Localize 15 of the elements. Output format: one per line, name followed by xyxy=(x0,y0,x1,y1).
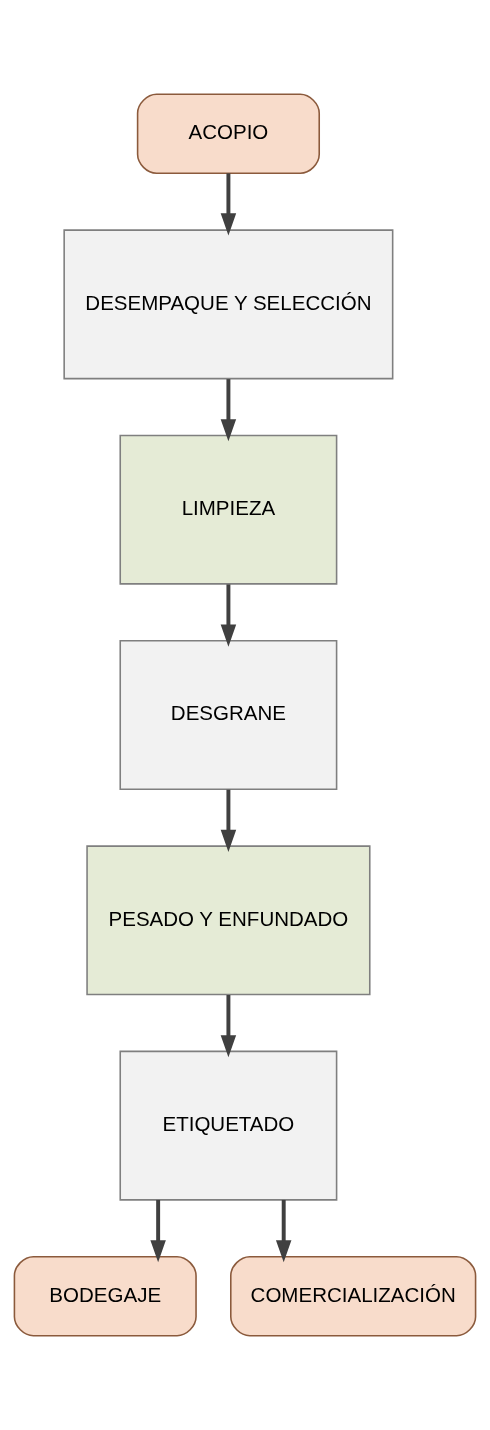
arrow xyxy=(220,995,237,1058)
node-box: PESADO Y ENFUNDADO xyxy=(86,845,371,996)
arrow xyxy=(220,789,237,852)
arrow xyxy=(220,584,237,647)
node-box: ACOPIO xyxy=(136,93,321,175)
arrow xyxy=(275,1199,292,1263)
node-box: DESEMPAQUE Y SELECCIÓN xyxy=(63,229,394,380)
node-box: LIMPIEZA xyxy=(119,434,338,585)
arrow xyxy=(150,1199,166,1263)
arrow xyxy=(220,173,237,236)
node-box: BODEGAJE xyxy=(13,1255,197,1337)
node-box: ETIQUETADO xyxy=(119,1050,338,1201)
arrow xyxy=(220,379,237,442)
node-box: DESGRANE xyxy=(119,640,338,790)
node-box: COMERCIALIZACIÓN xyxy=(230,1255,477,1337)
